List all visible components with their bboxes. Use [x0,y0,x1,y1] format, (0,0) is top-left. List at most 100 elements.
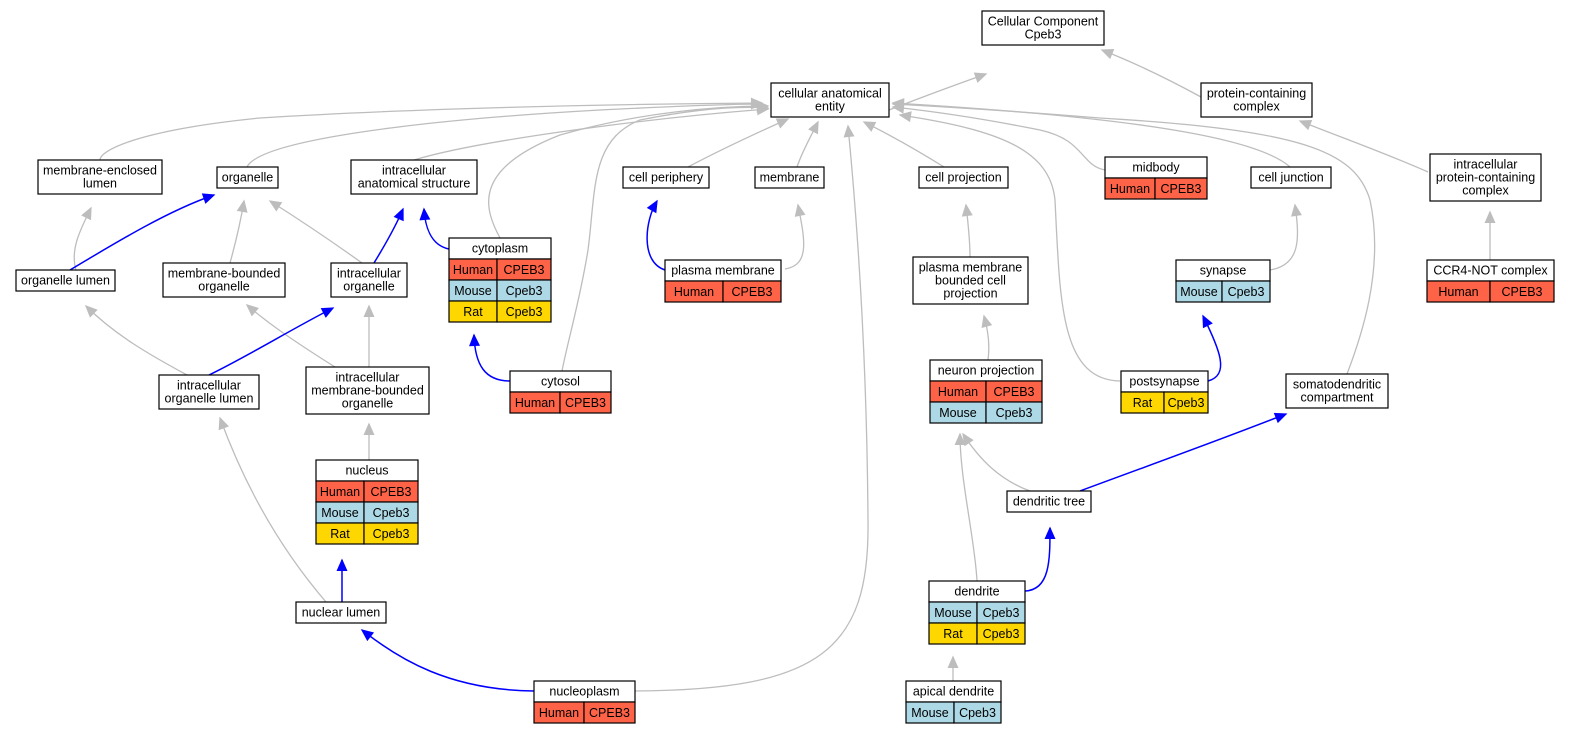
arrowhead [756,101,770,113]
edge [69,193,216,271]
node-header-box [295,601,387,624]
species-label: Rat [330,527,350,541]
edge [961,203,973,258]
node-label: cell projection [925,171,1001,185]
node-header-box [305,366,430,415]
species-label: Mouse [911,706,949,720]
node-header-box [1429,153,1542,202]
node-label: plasma membrane [919,261,1023,275]
node-label: organelle [343,280,394,294]
edge [1079,412,1288,492]
go-term-node-cj[interactable]: cell junction [1250,166,1332,189]
edge [891,102,1106,171]
arrowhead [320,307,335,318]
gene-label: CPEB3 [732,285,773,299]
go-term-node-cproj[interactable]: cell projection [918,166,1009,189]
edge [1202,314,1222,382]
go-term-node-cper[interactable]: cell periphery [622,166,710,189]
arrowhead [218,416,229,431]
gene-label: CPEB3 [504,263,545,277]
node-label: organelle [198,280,249,294]
edge [962,432,1031,492]
node-header-box [912,256,1029,305]
go-term-node-mem[interactable]: membrane [754,166,825,189]
node-label: protein-containing [1207,87,1306,101]
edge [891,99,1376,375]
arrowhead [775,118,790,129]
node-label: organelle lumen [21,274,110,288]
edge [646,199,666,271]
node-header-box [37,159,163,195]
node-label: intracellular [336,371,400,385]
gene-label: Cpeb3 [1168,396,1205,410]
go-term-node-ol[interactable]: organelle lumen [15,269,116,292]
node-label: apical dendrite [913,685,994,699]
gene-cell [559,391,612,414]
node-label: synapse [1200,264,1247,278]
go-term-node-nl[interactable]: nuclear lumen [295,601,387,624]
node-label: membrane-enclosed [43,164,157,178]
go-term-node-dtree[interactable]: dendritic tree [1006,490,1092,513]
node-label: protein-containing [1436,171,1535,185]
node-label: nuclear lumen [302,606,381,620]
gene-cell [496,300,552,323]
node-header-box [770,82,890,118]
node-header-box [330,262,408,298]
node-label: cytosol [541,375,580,389]
arrowhead [363,422,375,435]
arrowhead [1044,526,1056,540]
node-label: Cellular Component [988,15,1099,29]
node-label: dendrite [954,585,999,599]
gene-cell [976,622,1026,645]
gene-cell [1154,177,1208,200]
gene-label: Cpeb3 [373,506,410,520]
arrowhead [84,304,98,318]
arrowhead [268,200,283,212]
arrowhead [419,207,431,221]
gene-label: Cpeb3 [983,606,1020,620]
edge [208,307,335,376]
arrowhead [363,304,375,317]
node-label: plasma membrane [671,264,775,278]
arrowhead [1298,119,1313,131]
edge [360,629,535,692]
edge [373,207,404,264]
edge [796,120,819,168]
gene-cell [985,401,1043,424]
edge [419,207,450,250]
arrowhead [1273,412,1288,424]
node-header-box [622,166,710,189]
species-label: Mouse [1180,285,1218,299]
go-term-node-org[interactable]: organelle [216,166,279,189]
node-label: anatomical structure [358,177,471,191]
edge [363,304,375,367]
node-label: organelle lumen [165,392,254,406]
node-header-box [1285,373,1389,409]
gene-label: CPEB3 [1161,182,1202,196]
